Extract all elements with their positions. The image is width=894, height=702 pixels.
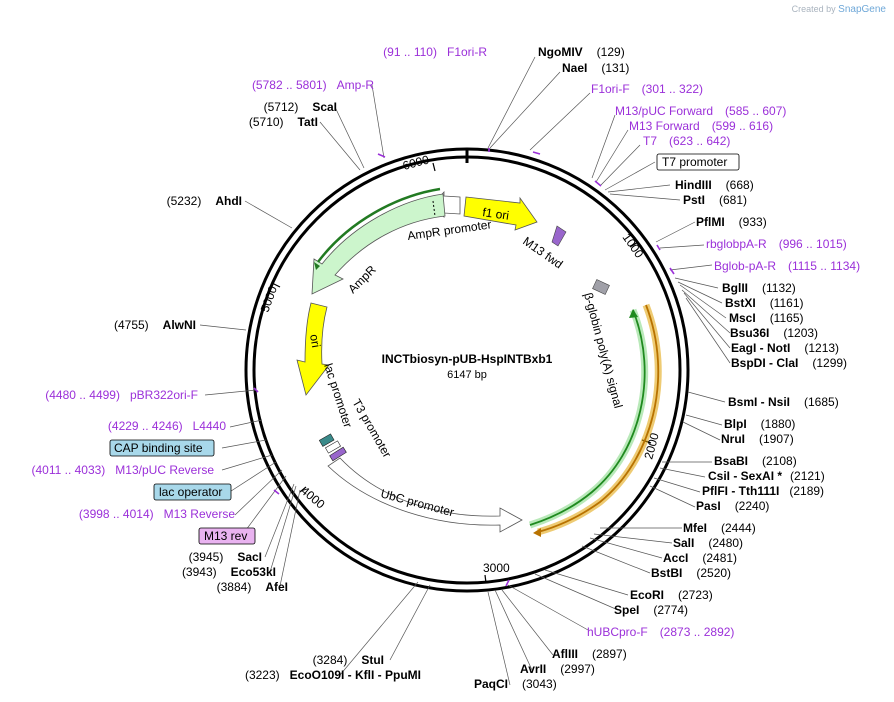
primer-f1ori-f[interactable]: F1ori-F(301 .. 322): [591, 82, 703, 96]
enzyme-bglii[interactable]: BglII(1132): [722, 281, 796, 295]
leader-lines: [199, 56, 731, 686]
cap-binding-site-box[interactable]: CAP binding site: [109, 439, 215, 457]
ampr-arrow[interactable]: [311, 193, 446, 295]
polya-orange-line: [537, 304, 660, 533]
enzyme-bsabi[interactable]: BsaBI(2108): [714, 454, 797, 468]
plasmid-name: INCTbiosyn-pUB-HspINTBxb1: [382, 352, 553, 366]
lac-operator-box[interactable]: lac operator: [153, 483, 232, 501]
primer-m13-puc-reverse[interactable]: (4011 .. 4033)M13/pUC Reverse: [31, 463, 214, 477]
enzyme-eagi-noti[interactable]: EagI - NotI(1213): [731, 341, 839, 355]
lac-operator-marker[interactable]: [325, 440, 341, 454]
enzyme-blpi[interactable]: BlpI(1880): [724, 417, 795, 431]
m13-fwd-marker[interactable]: [551, 225, 567, 247]
enzyme-ahdi[interactable]: (5232)AhdI: [167, 194, 242, 208]
polya-green-arc[interactable]: [528, 308, 649, 529]
f1-ori-label: f1 ori: [482, 205, 510, 223]
enzyme-pasi[interactable]: PasI(2240): [696, 499, 769, 513]
ampr-label: AmpR: [345, 262, 379, 296]
m13-rev-marker[interactable]: [329, 446, 347, 462]
primer-t7[interactable]: T7(623 .. 642): [643, 134, 730, 148]
enzyme-hindiii[interactable]: HindIII(668): [675, 178, 754, 192]
enzyme-bstxi[interactable]: BstXI(1161): [725, 296, 803, 310]
beta-globin-label: β-globin poly(A) signal: [581, 291, 625, 410]
enzyme-scai[interactable]: (5712)ScaI: [264, 100, 337, 114]
plasmid-size: 6147 bp: [447, 369, 487, 381]
lac-operator-text: lac operator: [159, 485, 222, 499]
polya-green-line: [529, 309, 646, 526]
primer-f1ori-r[interactable]: (91 .. 110)F1ori-R: [383, 45, 487, 59]
enzyme-bsu36i[interactable]: Bsu36I(1203): [730, 326, 818, 340]
enzyme-csii-sexai[interactable]: CsiI - SexAI *(2121): [708, 469, 825, 483]
beta-globin-small-marker[interactable]: [592, 279, 610, 295]
m13-rev-text: M13 rev: [204, 529, 247, 543]
ampr-dashed-mark: [432, 200, 436, 217]
primer-markers: [253, 148, 675, 587]
enzyme-sali[interactable]: SalI(2480): [673, 536, 743, 550]
enzyme-pflmi[interactable]: PflMI(933): [696, 215, 767, 229]
credit-prefix: Created by: [791, 4, 836, 14]
enzyme-paqci[interactable]: PaqCI(3043): [474, 677, 557, 691]
cap-binding-site-text: CAP binding site: [114, 441, 203, 455]
enzyme-afliii[interactable]: AflIII(2897): [552, 647, 627, 661]
enzyme-afei[interactable]: (3884)AfeI: [217, 580, 288, 594]
enzyme-ecori[interactable]: EcoRI(2723): [630, 588, 713, 602]
enzyme-eco53ki[interactable]: (3943)Eco53kI: [182, 565, 276, 579]
t7-promoter-box[interactable]: T7 promoter: [656, 153, 740, 171]
enzyme-acci[interactable]: AccI(2481): [663, 551, 737, 565]
primer-m13-reverse[interactable]: (3998 .. 4014)M13 Reverse: [79, 507, 235, 521]
ampr-orf-line: [317, 187, 441, 263]
enzyme-saci[interactable]: (3945)SacI: [189, 550, 262, 564]
primer-bglob-pa-r[interactable]: Bglob-pA-R(1115 .. 1134): [714, 259, 860, 273]
enzyme-bsmi-nsii[interactable]: BsmI - NsiI(1685): [728, 395, 839, 409]
enzyme-ngomiv[interactable]: NgoMIV(129): [538, 45, 625, 59]
ampr-orf-head: [314, 262, 320, 270]
primer-rbglobpa-r[interactable]: rbglobpA-R(996 .. 1015): [706, 237, 847, 251]
enzyme-avrii[interactable]: AvrII(2997): [520, 662, 595, 676]
primer-pbr322ori-f[interactable]: (4480 .. 4499)pBR322ori-F: [45, 388, 198, 402]
lac-promoter-label: lac promoter: [321, 362, 355, 430]
t7-promoter-text: T7 promoter: [662, 155, 727, 169]
polya-green-head: [629, 309, 638, 318]
cap-site-marker[interactable]: [318, 433, 335, 447]
primer-m13-forward[interactable]: M13 Forward(599 .. 616): [629, 119, 773, 133]
enzyme-spei[interactable]: SpeI(2774): [614, 603, 688, 617]
tick-6000: 6000: [401, 152, 431, 173]
primer-l4440[interactable]: (4229 .. 4246)L4440: [108, 419, 226, 433]
enzyme-tati[interactable]: (5710)TatI: [249, 115, 318, 129]
m13-rev-box[interactable]: M13 rev: [198, 527, 256, 545]
enzyme-bspdi-clai[interactable]: BspDI - ClaI(1299): [731, 356, 847, 370]
primer-m13-puc-forward[interactable]: M13/pUC Forward(585 .. 607): [615, 104, 786, 118]
tick-3000: 3000: [483, 561, 510, 575]
primer-amp-r[interactable]: (5782 .. 5801)Amp-R: [252, 78, 374, 92]
enzyme-nrui[interactable]: NruI(1907): [721, 432, 794, 446]
snapgene-credit: Created by SnapGene: [792, 4, 886, 15]
enzyme-msci[interactable]: MscI(1165): [729, 311, 803, 325]
enzyme-mfei[interactable]: MfeI(2444): [683, 521, 756, 535]
enzyme-stui[interactable]: (3284)StuI: [313, 653, 384, 667]
enzyme-naei[interactable]: NaeI(131): [562, 61, 629, 75]
f1-ori-arrow[interactable]: [463, 196, 538, 231]
enzyme-psti[interactable]: PstI(681): [683, 193, 747, 207]
ubc-promoter-arrow[interactable]: [327, 457, 523, 533]
polya-orange-head: [533, 528, 541, 537]
snapgene-logo: SnapGene: [838, 4, 886, 15]
ori-arrow[interactable]: [296, 302, 330, 396]
enzyme-ecoo109i-kfli-ppumi[interactable]: (3223)EcoO109I - KflI - PpuMI: [245, 668, 421, 682]
t3-promoter-label: T3 promoter: [349, 397, 394, 461]
enzyme-bstbi[interactable]: BstBI(2520): [651, 566, 731, 580]
primer-hubcpro-f[interactable]: hUBCpro-F(2873 .. 2892): [587, 625, 734, 639]
ori-label: ori: [307, 333, 323, 349]
enzyme-alwni[interactable]: (4755)AlwNI: [114, 318, 196, 332]
enzyme-pflfi-tth111i[interactable]: PflFI - Tth111I(2189): [702, 484, 824, 498]
